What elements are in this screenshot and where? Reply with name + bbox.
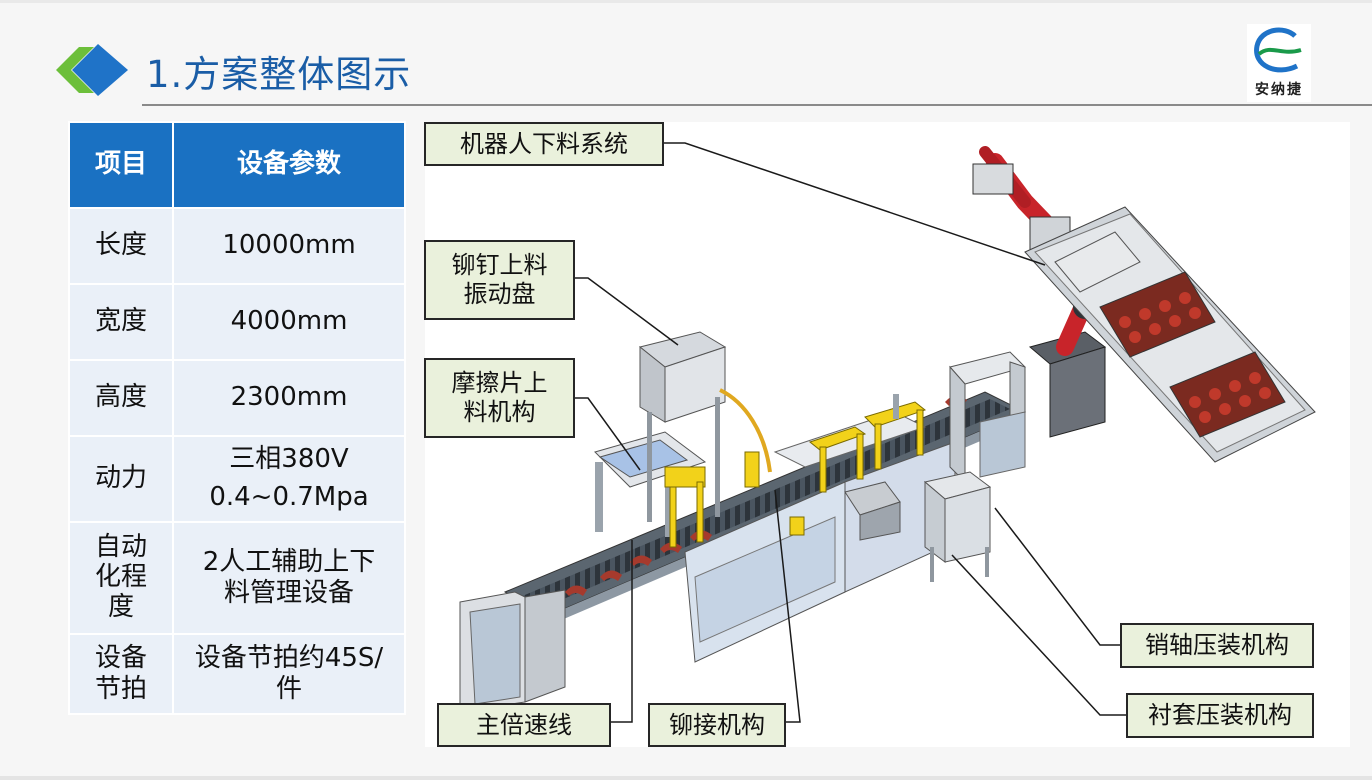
equipment-parameter-table: 项目 设备参数 长度 10000mm 宽度 4000mm 高度 2300mm 动…: [68, 121, 406, 715]
header-item: 项目: [68, 121, 174, 209]
cell-item: 高度: [68, 359, 174, 437]
cell-value: 2人工辅助上下 料管理设备: [172, 521, 406, 635]
callout-robot-unloading-system: 机器人下料系统: [424, 122, 664, 166]
cell-item: 长度: [68, 207, 174, 285]
cell-item: 自动 化程 度: [68, 521, 174, 635]
callout-bushing-press: 衬套压装机构: [1126, 693, 1314, 738]
cell-value: 三相380V 0.4~0.7Mpa: [172, 435, 406, 523]
page-title: 1.方案整体图示: [146, 53, 412, 96]
table-row: 设备 节拍 设备节拍约45S/ 件: [68, 633, 406, 715]
logo-wave-e-icon: [1254, 27, 1302, 73]
company-logo: 安纳捷: [1247, 24, 1311, 102]
table-row: 动力 三相380V 0.4~0.7Mpa: [68, 435, 406, 523]
top-border: [0, 0, 1372, 3]
callout-pin-press: 销轴压装机构: [1120, 623, 1314, 668]
callout-riveting-mechanism: 铆接机构: [648, 703, 786, 747]
bottom-border: [0, 776, 1372, 780]
table-row: 高度 2300mm: [68, 359, 406, 437]
callout-rivet-feeder: 铆钉上料 振动盘: [424, 240, 575, 320]
cell-item: 动力: [68, 435, 174, 523]
cell-item: 设备 节拍: [68, 633, 174, 715]
header-parameter: 设备参数: [172, 121, 406, 209]
cell-item: 宽度: [68, 283, 174, 361]
cell-value: 2300mm: [172, 359, 406, 437]
cell-value: 设备节拍约45S/ 件: [172, 633, 406, 715]
title-divider: [142, 104, 1372, 106]
table-row: 自动 化程 度 2人工辅助上下 料管理设备: [68, 521, 406, 635]
callout-friction-plate-loading: 摩擦片上 料机构: [424, 358, 575, 438]
callout-main-speed-line: 主倍速线: [437, 703, 611, 747]
table-row: 长度 10000mm: [68, 207, 406, 285]
table-row: 宽度 4000mm: [68, 283, 406, 361]
logo-text: 安纳捷: [1255, 82, 1303, 98]
cell-value: 4000mm: [172, 283, 406, 361]
cell-value: 10000mm: [172, 207, 406, 285]
diamond-title-icon: [56, 44, 128, 96]
table-header-row: 项目 设备参数: [68, 121, 406, 209]
